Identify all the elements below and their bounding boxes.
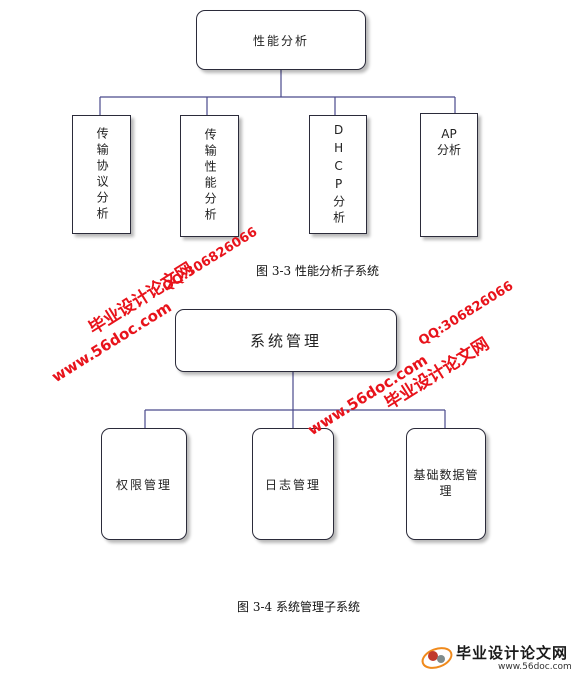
node-transport-performance-analysis: 传输性能分析 (180, 115, 239, 237)
node-permission-management: 权限管理 (101, 428, 187, 540)
node-transport-protocol-analysis: 传输协议分析 (72, 115, 131, 234)
node-label: 权限管理 (115, 477, 172, 492)
figure-caption-3-3: 图 3-3 性能分析子系统 (256, 264, 379, 278)
node-basic-data-management: 基础数据管理 (406, 428, 486, 540)
node-label: 传输性能分析 (203, 128, 218, 224)
node-system-management: 系统管理 (175, 309, 397, 372)
node-label: 性能分析 (252, 33, 309, 48)
figure-caption-3-4: 图 3-4 系统管理子系统 (237, 600, 360, 614)
footer-logo-text: 毕业设计论文网 (456, 644, 569, 662)
node-label: 基础数据管理 (413, 468, 479, 498)
node-label: AP分析 (437, 127, 462, 157)
node-log-management: 日志管理 (252, 428, 334, 540)
footer-logo: 毕业设计论文网 www.56doc.com (420, 640, 580, 676)
node-performance-analysis: 性能分析 (196, 10, 366, 70)
footer-logo-url: www.56doc.com (498, 662, 572, 672)
node-label: DHCP分析 (331, 122, 346, 227)
node-ap-analysis: AP分析 (420, 113, 478, 237)
node-label: 系统管理 (249, 332, 322, 350)
logo-swoosh-icon (421, 647, 453, 669)
node-label: 传输协议分析 (95, 126, 110, 223)
node-dhcp-analysis: DHCP分析 (309, 115, 367, 234)
node-label: 日志管理 (264, 477, 321, 492)
